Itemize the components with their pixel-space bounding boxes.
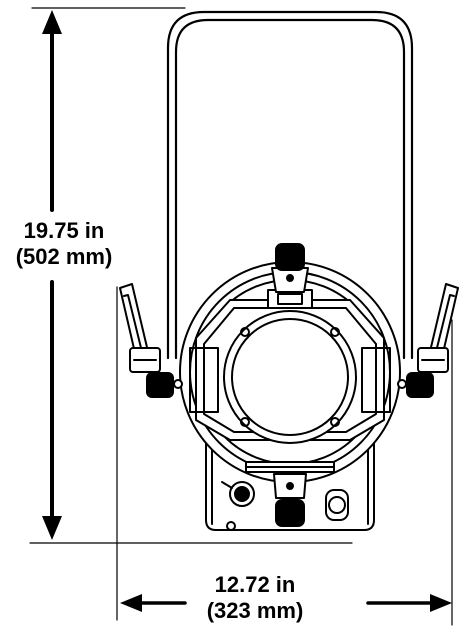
- height-metric: (502 mm): [15, 244, 113, 269]
- height-dimension-label: 19.75 in (502 mm): [0, 218, 128, 270]
- width-imperial: 12.72 in: [214, 572, 296, 597]
- power-connector: [221, 481, 255, 507]
- data-connector: [325, 489, 349, 521]
- height-dimension-arrow: [42, 10, 62, 540]
- right-pivot: [397, 379, 407, 389]
- yoke: [166, 10, 414, 360]
- width-metric: (323 mm): [206, 598, 304, 623]
- width-dimension-arrow: [120, 594, 452, 612]
- left-knob: [146, 372, 174, 398]
- lens-opening: [223, 310, 357, 444]
- height-imperial: 19.75 in: [23, 218, 105, 243]
- left-pivot: [173, 379, 183, 389]
- bottom-knob: [273, 473, 307, 527]
- left-handle: [119, 283, 161, 373]
- right-handle: [417, 283, 459, 373]
- ground-screw: [226, 521, 236, 531]
- width-dimension-label: 12.72 in (323 mm): [180, 572, 330, 624]
- top-knob: [271, 243, 309, 293]
- right-knob: [406, 372, 434, 398]
